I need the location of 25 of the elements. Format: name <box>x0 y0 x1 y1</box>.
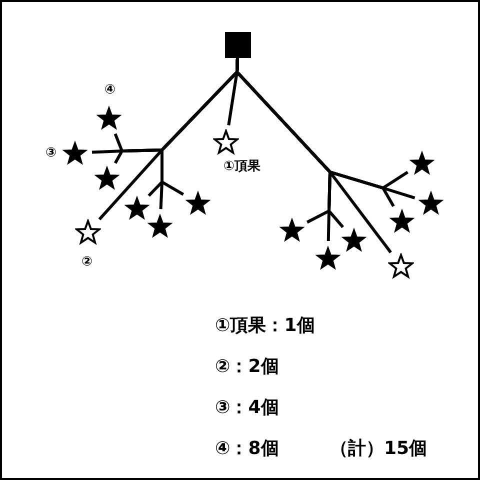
count-text: ④：8個 <box>215 437 279 460</box>
star-icon <box>96 105 122 131</box>
star-icon <box>418 190 444 216</box>
hollow-star-icon <box>75 219 101 245</box>
count-text: ②：2個 <box>215 355 279 378</box>
star-icon <box>315 245 341 271</box>
star-icon <box>94 165 120 191</box>
star-icon <box>185 190 211 216</box>
star-icon <box>279 217 305 243</box>
star-icon <box>389 208 415 234</box>
number-label: ①頂果 <box>224 158 260 175</box>
star-icon <box>124 195 150 221</box>
number-label: ④ <box>104 82 116 98</box>
hollow-star-icon <box>388 253 414 279</box>
count-text: （計）15個 <box>330 437 428 460</box>
star-icon <box>341 227 367 253</box>
square-shape <box>225 32 251 58</box>
count-text: ①頂果：1個 <box>215 314 315 337</box>
hollow-star-icon <box>213 129 239 155</box>
number-label: ③ <box>46 146 56 160</box>
count-text: ③：4個 <box>215 396 279 419</box>
star-icon <box>409 150 435 176</box>
star-icon <box>147 213 173 239</box>
star-icon <box>62 140 88 166</box>
number-label: ② <box>82 254 92 270</box>
